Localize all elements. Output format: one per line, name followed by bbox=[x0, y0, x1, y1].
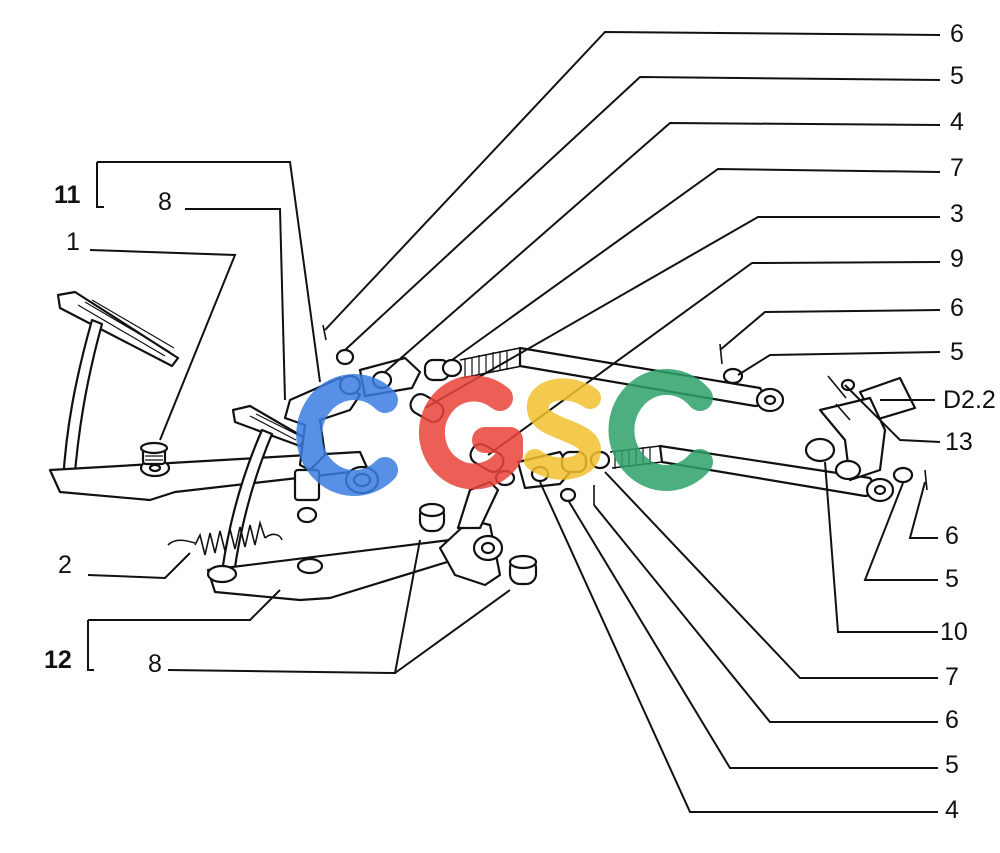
label-11: 11 bbox=[54, 181, 81, 209]
label-5-a: 5 bbox=[950, 62, 964, 90]
label-d2-2: D2.2 bbox=[943, 386, 996, 414]
return-spring bbox=[167, 520, 283, 556]
label-8-lower: 8 bbox=[148, 650, 162, 678]
label-12: 12 bbox=[44, 646, 72, 674]
label-7-b: 7 bbox=[945, 663, 959, 691]
label-6-b: 6 bbox=[950, 294, 964, 322]
right-bracket bbox=[719, 343, 928, 491]
watermark-letter-s bbox=[524, 378, 602, 480]
label-5-c: 5 bbox=[945, 565, 959, 593]
label-4-b: 4 bbox=[945, 796, 959, 824]
label-5-b: 5 bbox=[950, 338, 964, 366]
label-10: 10 bbox=[940, 618, 968, 646]
label-1: 1 bbox=[66, 228, 80, 256]
label-8-upper: 8 bbox=[158, 188, 172, 216]
label-4-a: 4 bbox=[950, 108, 964, 136]
label-3: 3 bbox=[950, 200, 964, 228]
label-13: 13 bbox=[945, 428, 973, 456]
lower-pedal-assembly bbox=[206, 404, 516, 602]
label-9: 9 bbox=[950, 245, 964, 273]
watermark-letter-c bbox=[296, 374, 398, 496]
label-2: 2 bbox=[58, 551, 72, 579]
label-6-c: 6 bbox=[945, 522, 959, 550]
label-6-d: 6 bbox=[945, 706, 959, 734]
bushings-lower bbox=[418, 502, 538, 586]
label-5-d: 5 bbox=[945, 751, 959, 779]
upper-pedal-assembly bbox=[48, 290, 370, 502]
watermark bbox=[296, 369, 713, 496]
label-7-a: 7 bbox=[950, 154, 964, 182]
leader-lines bbox=[87, 30, 941, 813]
watermark-letter-g bbox=[418, 375, 523, 490]
label-6-a: 6 bbox=[950, 20, 964, 48]
watermark-letter-c bbox=[608, 369, 713, 491]
